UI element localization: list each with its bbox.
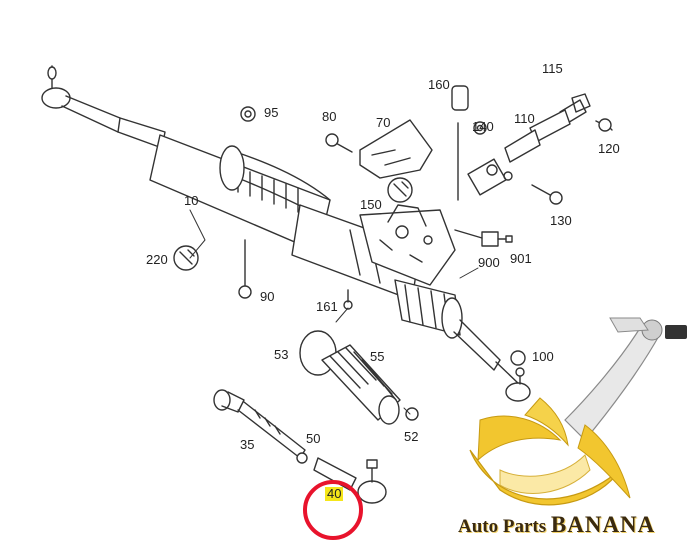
callout-220: 220 (146, 252, 168, 267)
callout-100: 100 (532, 349, 554, 364)
callout-50: 50 (306, 431, 321, 446)
callout-40: 40 (325, 486, 344, 501)
small-clamp (405, 407, 419, 421)
sensor (454, 229, 513, 247)
callout-161: 161 (316, 299, 338, 314)
callout-35: 35 (240, 437, 255, 452)
wrench-icons (173, 177, 413, 271)
valve-housing (359, 204, 456, 286)
callout-80: 80 (322, 109, 337, 124)
callout-901: 901 (510, 251, 532, 266)
callout-53: 53 (274, 347, 289, 362)
highlight-circle (303, 480, 363, 540)
callout-160: 160 (428, 77, 450, 92)
brand-logo-text: Auto Parts BANANA (458, 512, 655, 538)
callout-150: 150 (360, 197, 382, 212)
inner-tie-rod (213, 389, 306, 459)
steering-shaft (451, 85, 591, 201)
brand-name: BANANA (550, 512, 656, 537)
callout-70: 70 (376, 115, 391, 130)
outer-tie-rod-end (313, 457, 387, 504)
callout-140: 140 (472, 119, 494, 134)
steering-boot (321, 344, 401, 425)
callout-55: 55 (370, 349, 385, 364)
brand-prefix: Auto Parts (458, 516, 551, 537)
left-tie-rod-end (41, 65, 166, 149)
rack-housing (149, 134, 421, 301)
callout-120: 120 (598, 141, 620, 156)
callout-95: 95 (264, 105, 279, 120)
callout-110: 110 (514, 111, 535, 126)
callout-115: 115 (542, 61, 563, 76)
banana-logo (469, 317, 687, 506)
right-bellows (394, 279, 531, 402)
bolts (238, 106, 613, 366)
callout-130: 130 (550, 213, 572, 228)
callout-10: 10 (184, 193, 199, 208)
lock-nut (296, 452, 308, 464)
leader-lines (189, 209, 479, 415)
callout-52: 52 (404, 429, 419, 444)
callout-900: 900 (478, 255, 500, 270)
callout-90: 90 (260, 289, 275, 304)
bracket (359, 119, 433, 179)
